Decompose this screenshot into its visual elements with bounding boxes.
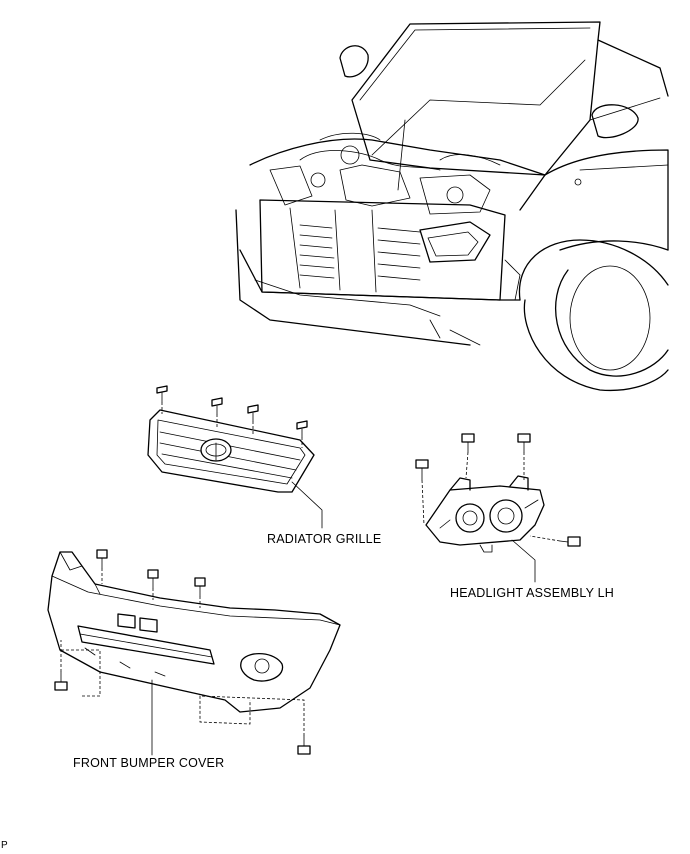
grille-clip: [247, 404, 259, 422]
grille-clip: [296, 420, 308, 438]
bumper-clip: [96, 549, 108, 569]
corner-code-label: P: [1, 840, 8, 851]
grille-clip: [156, 385, 168, 403]
headlight-bolt: [461, 433, 475, 453]
headlight-bolt: [559, 536, 581, 547]
vehicle-illustration: [235, 21, 669, 392]
radiator-grille-leader: [291, 481, 323, 529]
bumper-clip: [194, 577, 206, 597]
headlight-assembly-label: HEADLIGHT ASSEMBLY LH: [450, 586, 614, 600]
front-bumper-cover-part: [47, 549, 341, 755]
headlight-assembly-part: [415, 433, 581, 553]
bumper-screw: [297, 735, 311, 755]
radiator-grille-part: [147, 385, 315, 493]
headlight-bolt: [415, 459, 429, 481]
grille-clip: [211, 397, 223, 415]
radiator-grille-label: RADIATOR GRILLE: [267, 532, 382, 546]
bumper-clip: [147, 569, 159, 589]
headlight-assembly-leader: [511, 539, 536, 583]
headlight-bolt: [517, 433, 531, 453]
front-bumper-cover-label: FRONT BUMPER COVER: [73, 756, 225, 770]
bumper-screw: [54, 671, 68, 691]
